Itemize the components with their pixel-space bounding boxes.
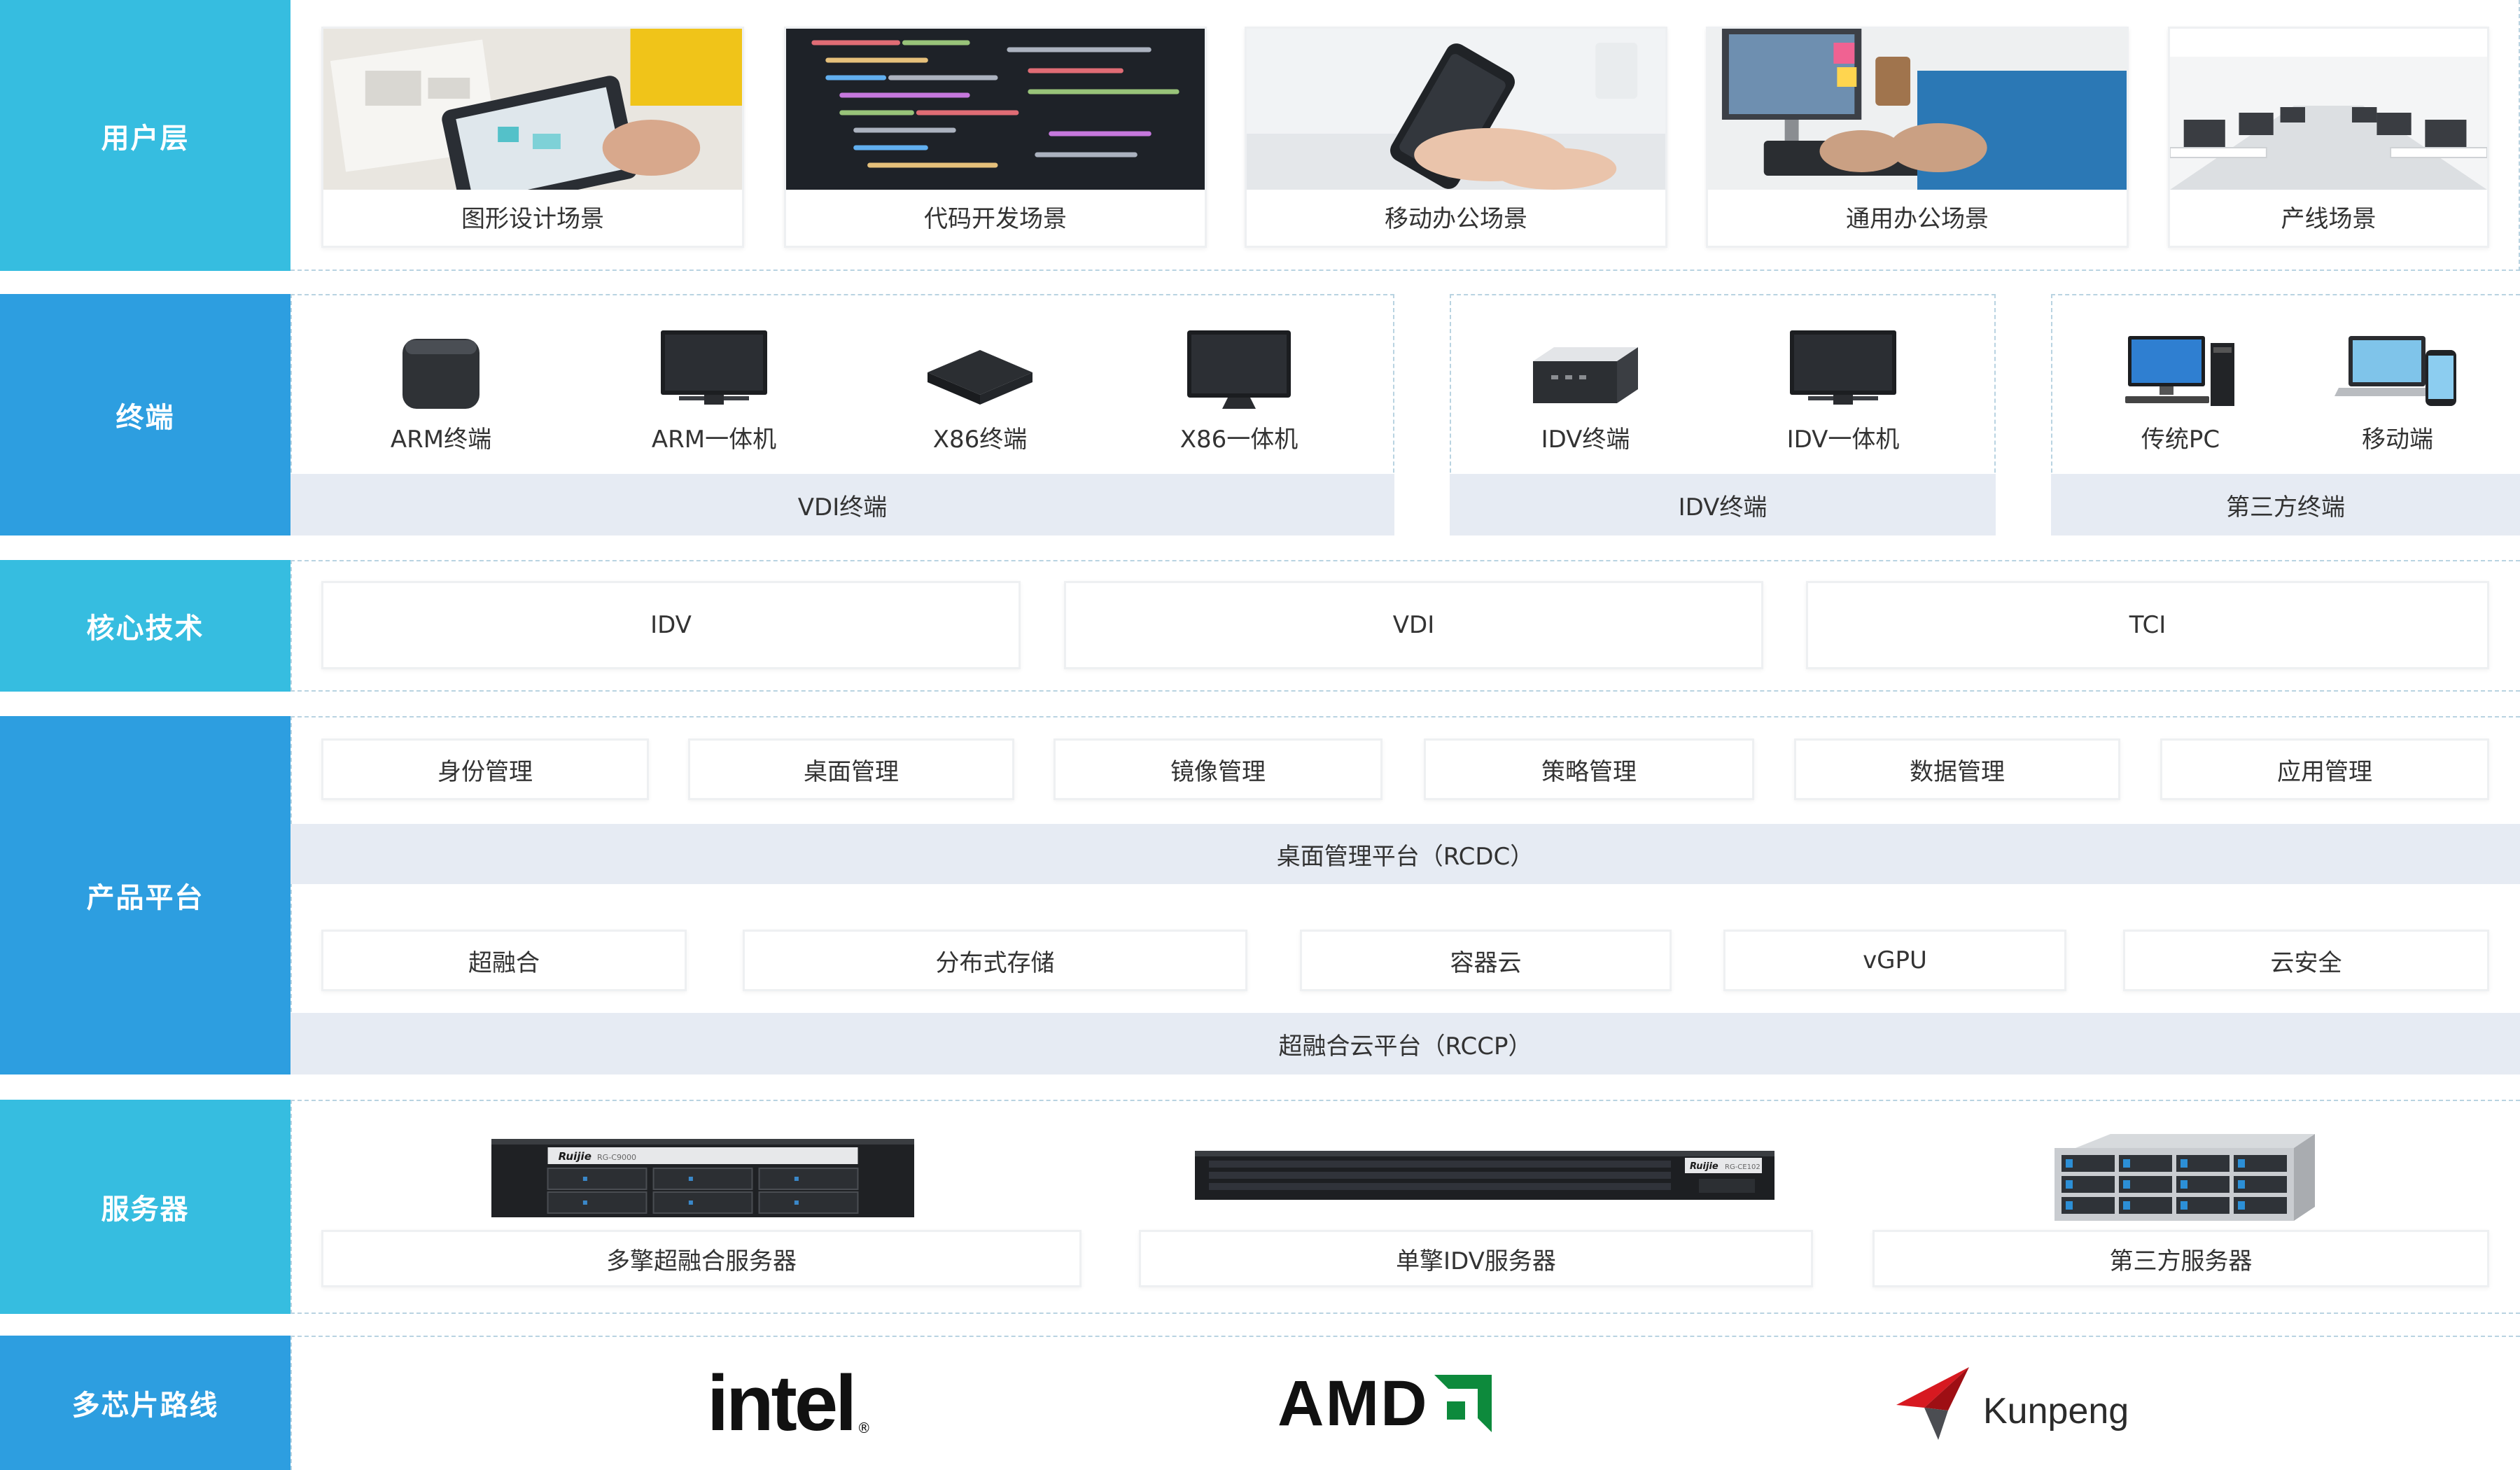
terminal-label: 移动端 [2362, 426, 2433, 454]
management-item[interactable]: 镜像管理 [1054, 738, 1382, 800]
layer-label-server: 服务器 [0, 1100, 290, 1314]
infra-item[interactable]: 分布式存储 [743, 930, 1247, 991]
management-item[interactable]: 应用管理 [2160, 738, 2489, 800]
terminal-item[interactable]: IDV一体机 [1759, 329, 1927, 454]
office-keyboard-photo [1708, 29, 2127, 190]
terminal-item[interactable]: X86一体机 [1155, 329, 1323, 454]
server-brand-text: Ruijie [1690, 1161, 1718, 1172]
tablet-design-photo [323, 29, 742, 190]
scene-label: 代码开发场景 [924, 204, 1067, 233]
server-model-text: RG-C9000 [597, 1153, 636, 1162]
server-model-text: RG-CE102 [1725, 1163, 1760, 1171]
server-brand-text: Ruijie [559, 1150, 592, 1163]
core-tech-vdi[interactable]: VDI [1064, 581, 1763, 669]
infra-item[interactable]: 云安全 [2123, 930, 2489, 991]
terminal-item[interactable]: 移动端 [2314, 329, 2482, 454]
rack-server-3rd-icon [2054, 1134, 2315, 1221]
layer-label-chip: 多芯片路线 [0, 1336, 290, 1470]
infra-item[interactable]: vGPU [1723, 930, 2066, 991]
layer-label-user: 用户层 [0, 0, 290, 271]
code-screen-photo [786, 29, 1205, 190]
terminal-label: X86一体机 [1180, 426, 1298, 454]
layer-label-platform: 产品平台 [0, 716, 290, 1074]
scene-card[interactable]: 通用办公场景 [1706, 27, 2129, 248]
open-office-photo [2170, 29, 2487, 190]
infra-item[interactable]: 超融合 [321, 930, 687, 991]
layer-label-text: 终端 [115, 401, 175, 434]
server-card[interactable]: 单擎IDV服务器 [1139, 1230, 1813, 1287]
kunpeng-bird-icon [1896, 1367, 1969, 1440]
rack-server-2u-icon: Ruijie RG-C9000 [491, 1136, 914, 1220]
intel-logo-text: intel [707, 1359, 857, 1447]
desktop-box-icon [1533, 347, 1638, 403]
scene-label: 产线场景 [2281, 204, 2376, 233]
rack-server-1u-icon: Ruijie RG-CE102 [1195, 1148, 1774, 1203]
chip-panel [290, 1336, 2520, 1470]
amd-logo: AMD [1278, 1368, 1492, 1439]
management-item[interactable]: 桌面管理 [688, 738, 1014, 800]
mini-box-icon [402, 339, 479, 409]
terminal-label: X86终端 [932, 426, 1028, 454]
terminal-item[interactable]: IDV终端 [1502, 329, 1670, 454]
terminal-label: ARM终端 [390, 426, 492, 454]
infra-item[interactable]: 容器云 [1300, 930, 1672, 991]
monitor-icon [661, 330, 767, 405]
monitor-icon [1790, 330, 1896, 405]
flat-box-icon [927, 350, 1032, 405]
server-card[interactable]: 多擎超融合服务器 [321, 1230, 1082, 1287]
kunpeng-logo: Kunpeng [1893, 1362, 2129, 1446]
terminal-label: ARM一体机 [651, 426, 777, 454]
terminal-label: IDV一体机 [1786, 426, 1900, 454]
rccp-band: 超融合云平台（RCCP） [290, 1013, 2520, 1074]
layer-label-text: 产品平台 [86, 882, 204, 914]
core-tech-tci[interactable]: TCI [1806, 581, 2489, 669]
layer-label-core: 核心技术 [0, 560, 290, 692]
terminal-item[interactable]: 传统PC [2096, 329, 2264, 454]
terminal-item[interactable]: ARM一体机 [630, 329, 798, 454]
amd-arrow-icon [1434, 1375, 1492, 1432]
vdi-terminal-band: VDI终端 [290, 474, 1394, 536]
terminal-item[interactable]: X86终端 [896, 329, 1064, 454]
scene-card[interactable]: 图形设计场景 [321, 27, 744, 248]
smartphone-hand-photo [1247, 29, 1665, 190]
server-card[interactable]: 第三方服务器 [1872, 1230, 2489, 1287]
kunpeng-logo-text: Kunpeng [1983, 1391, 2129, 1432]
layer-label-text: 服务器 [101, 1194, 190, 1226]
terminal-label: 传统PC [2141, 426, 2220, 454]
core-tech-idv[interactable]: IDV [321, 581, 1021, 669]
third-party-terminal-band: 第三方终端 [2051, 474, 2520, 536]
all-in-one-icon [1187, 330, 1291, 409]
management-item[interactable]: 策略管理 [1424, 738, 1754, 800]
scene-label: 移动办公场景 [1385, 204, 1527, 233]
management-item[interactable]: 数据管理 [1794, 738, 2120, 800]
scene-card[interactable]: 移动办公场景 [1245, 27, 1667, 248]
scene-label: 通用办公场景 [1846, 204, 1989, 233]
intel-logo: intel ® [707, 1362, 871, 1446]
rcdc-band: 桌面管理平台（RCDC） [290, 824, 2520, 884]
desktop-pc-icon [2125, 336, 2234, 406]
registered-mark-icon: ® [857, 1420, 872, 1436]
scene-label: 图形设计场景 [461, 204, 604, 233]
amd-logo-text: AMD [1278, 1368, 1429, 1439]
scene-card[interactable]: 代码开发场景 [784, 27, 1207, 248]
management-item[interactable]: 身份管理 [321, 738, 649, 800]
idv-terminal-band: IDV终端 [1450, 474, 1996, 536]
terminal-item[interactable]: ARM终端 [357, 329, 525, 454]
laptop-phone-icon [2334, 336, 2456, 406]
layer-label-text: 多芯片路线 [71, 1390, 219, 1422]
scene-card[interactable]: 产线场景 [2168, 27, 2489, 248]
layer-label-text: 用户层 [101, 122, 190, 155]
layer-label-text: 核心技术 [86, 612, 204, 645]
terminal-label: IDV终端 [1541, 426, 1630, 454]
layer-label-terminal: 终端 [0, 294, 290, 536]
